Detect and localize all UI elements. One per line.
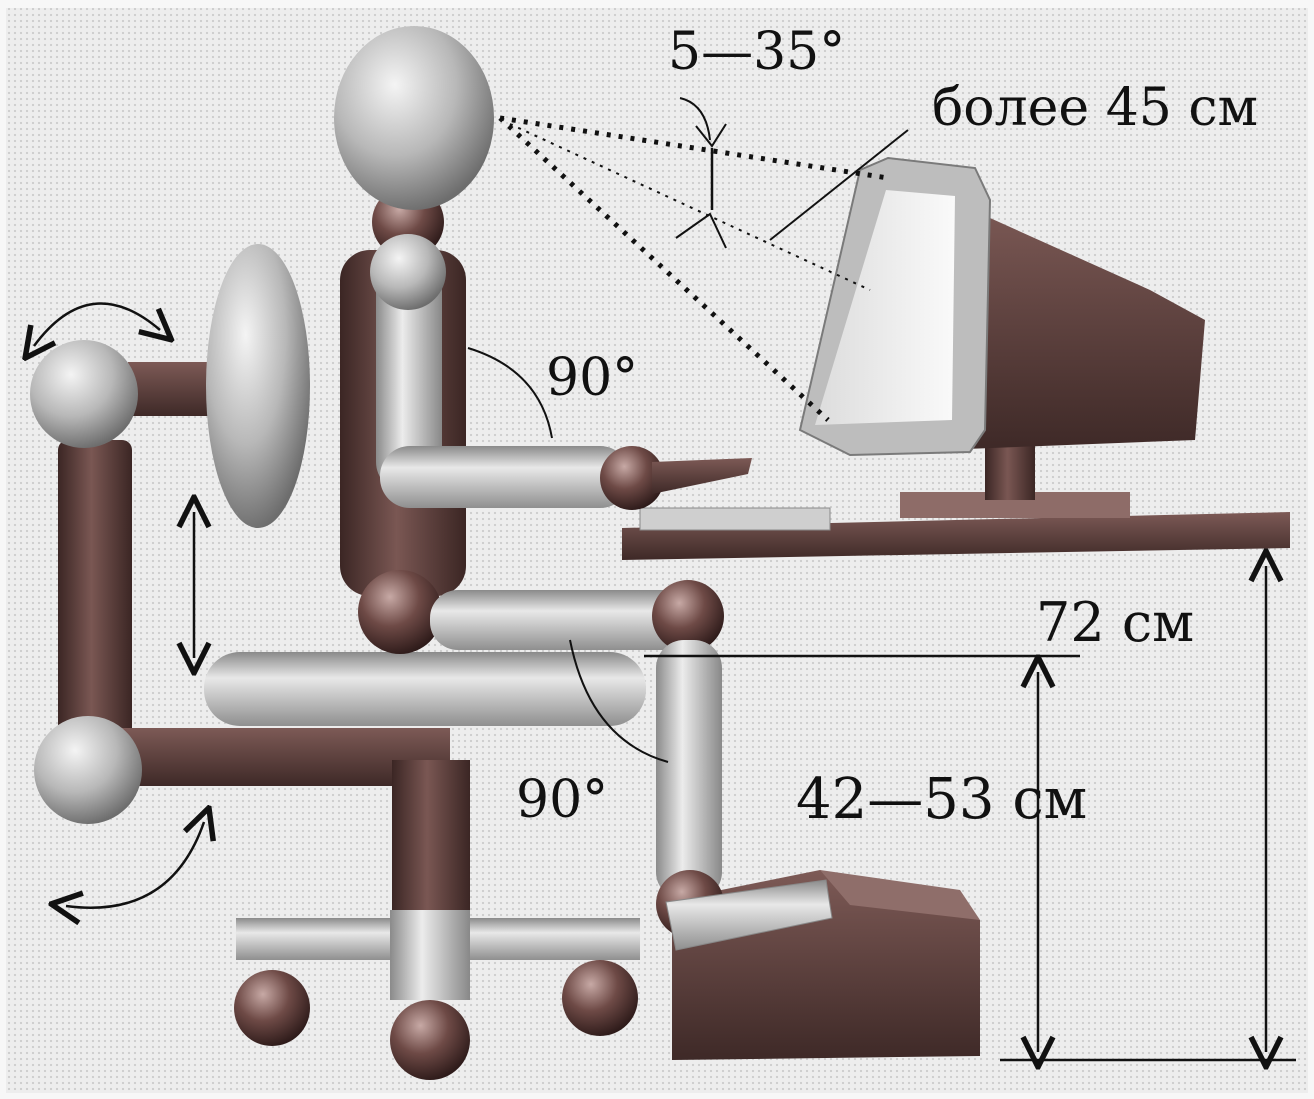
- screen-distance-label: более 45 см: [932, 78, 1258, 138]
- monitor: [798, 156, 1205, 500]
- desk: [622, 492, 1290, 560]
- view-angle-arrow-top: [695, 123, 727, 148]
- view-angle-arc: [679, 97, 711, 141]
- chair-back-post: [58, 440, 132, 740]
- sight-lines: [498, 97, 909, 422]
- chair-base-hub: [390, 910, 470, 1000]
- viewing-angle-label: 5—35°: [668, 22, 846, 82]
- backrest-tilt-arrow: [34, 302, 160, 346]
- chair-wheel: [562, 960, 638, 1036]
- table-height-label: 72 см: [1036, 591, 1195, 654]
- upper-arm: [376, 262, 442, 492]
- seat-tilt-arrow: [66, 822, 204, 908]
- monitor-screen: [815, 190, 955, 425]
- hip: [358, 570, 442, 654]
- rotation-arrows: [34, 302, 204, 908]
- chair-backrest: [206, 244, 310, 528]
- thigh: [430, 590, 690, 650]
- hand: [652, 458, 752, 494]
- chair-seat: [204, 652, 646, 726]
- sight-line-center: [509, 123, 871, 291]
- sight-line-bottom: [498, 116, 830, 422]
- knee-angle-arc: [569, 639, 669, 763]
- chair-column: [392, 760, 470, 920]
- chair: [30, 244, 646, 1080]
- chair-seat-joint: [34, 716, 142, 824]
- keyboard: [639, 507, 831, 531]
- monitor-case: [940, 200, 1205, 450]
- wrist: [600, 446, 664, 510]
- chair-back-joint: [30, 340, 138, 448]
- footrest-top: [820, 870, 980, 920]
- chair-wheel: [234, 970, 310, 1046]
- view-angle-arrow-bottom: [675, 212, 727, 249]
- shoulder: [370, 234, 446, 310]
- foot: [665, 879, 833, 951]
- distance-leader: [769, 129, 909, 241]
- person: [334, 26, 833, 951]
- forearm: [380, 446, 630, 508]
- dimension-lines: [194, 512, 1296, 1060]
- knee-angle-label: 90°: [516, 770, 609, 830]
- elbow-angle-label: 90°: [546, 348, 639, 408]
- sight-line-top: [499, 115, 889, 181]
- knee: [652, 580, 724, 652]
- shin: [656, 640, 722, 900]
- head: [334, 26, 494, 210]
- chair-back-arm: [128, 362, 210, 416]
- seat-height-label: 42—53 см: [796, 767, 1088, 832]
- angle-marks: [467, 347, 669, 763]
- chair-wheel: [390, 1000, 470, 1080]
- elbow-angle-arc: [467, 347, 553, 439]
- monitor-stand: [985, 440, 1035, 500]
